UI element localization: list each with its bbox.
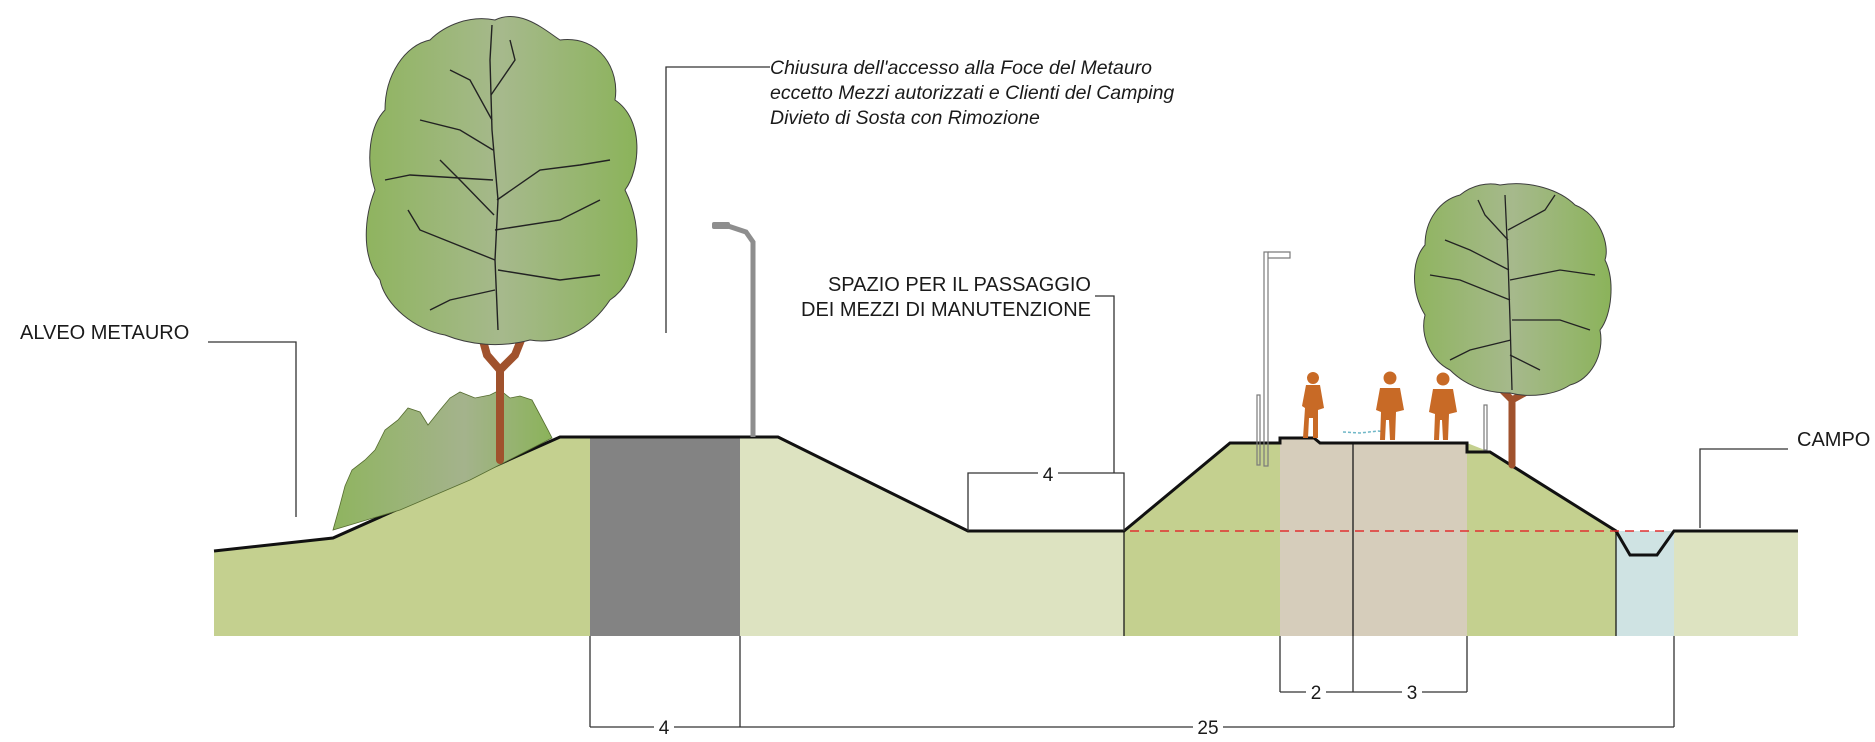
label-spazio-line2: DEI MEZZI DI MANUTENZIONE	[801, 299, 1091, 321]
dimension-path-width-1: 2	[1311, 683, 1322, 704]
embankment-right-slope	[740, 437, 1124, 636]
note-line-3: Divieto di Sosta con Rimozione	[770, 107, 1040, 129]
note-line-2: eccetto Mezzi autorizzati e Clienti del …	[770, 82, 1174, 104]
alveo-leader	[208, 341, 297, 517]
sign-post-icon	[1256, 251, 1488, 467]
bicycle-hint	[1342, 430, 1386, 434]
dimension-road-width: 4	[659, 718, 670, 739]
left-bank	[214, 437, 590, 636]
street-lamp-icon	[712, 222, 756, 437]
campo-field	[1674, 531, 1798, 636]
note-leader	[665, 66, 770, 333]
dimension-path-width-2: 3	[1407, 683, 1418, 704]
drainage-ditch	[1616, 531, 1674, 636]
asphalt-road	[590, 437, 740, 636]
pedestrian-path	[1280, 438, 1467, 636]
person-icon	[1302, 372, 1324, 438]
label-campo: CAMPO	[1797, 429, 1870, 451]
dimension-maintenance-width: 4	[1043, 465, 1054, 486]
ground-fill	[214, 437, 1798, 636]
note-line-1: Chiusura dell'accesso alla Foce del Meta…	[770, 57, 1152, 79]
right-bank-right-slope	[1467, 443, 1616, 636]
campo-leader	[1699, 448, 1788, 528]
label-alveo-metauro: ALVEO METAURO	[20, 322, 189, 344]
tree-icon	[1414, 183, 1612, 469]
person-icon	[1376, 371, 1404, 440]
tree-icon	[365, 16, 638, 464]
dimension-total-width: 25	[1197, 718, 1218, 739]
right-bank-left-slope	[1124, 443, 1280, 636]
person-icon	[1429, 372, 1457, 440]
spazio-leader	[1095, 295, 1115, 473]
label-spazio-line1: SPAZIO PER IL PASSAGGIO	[828, 274, 1091, 296]
